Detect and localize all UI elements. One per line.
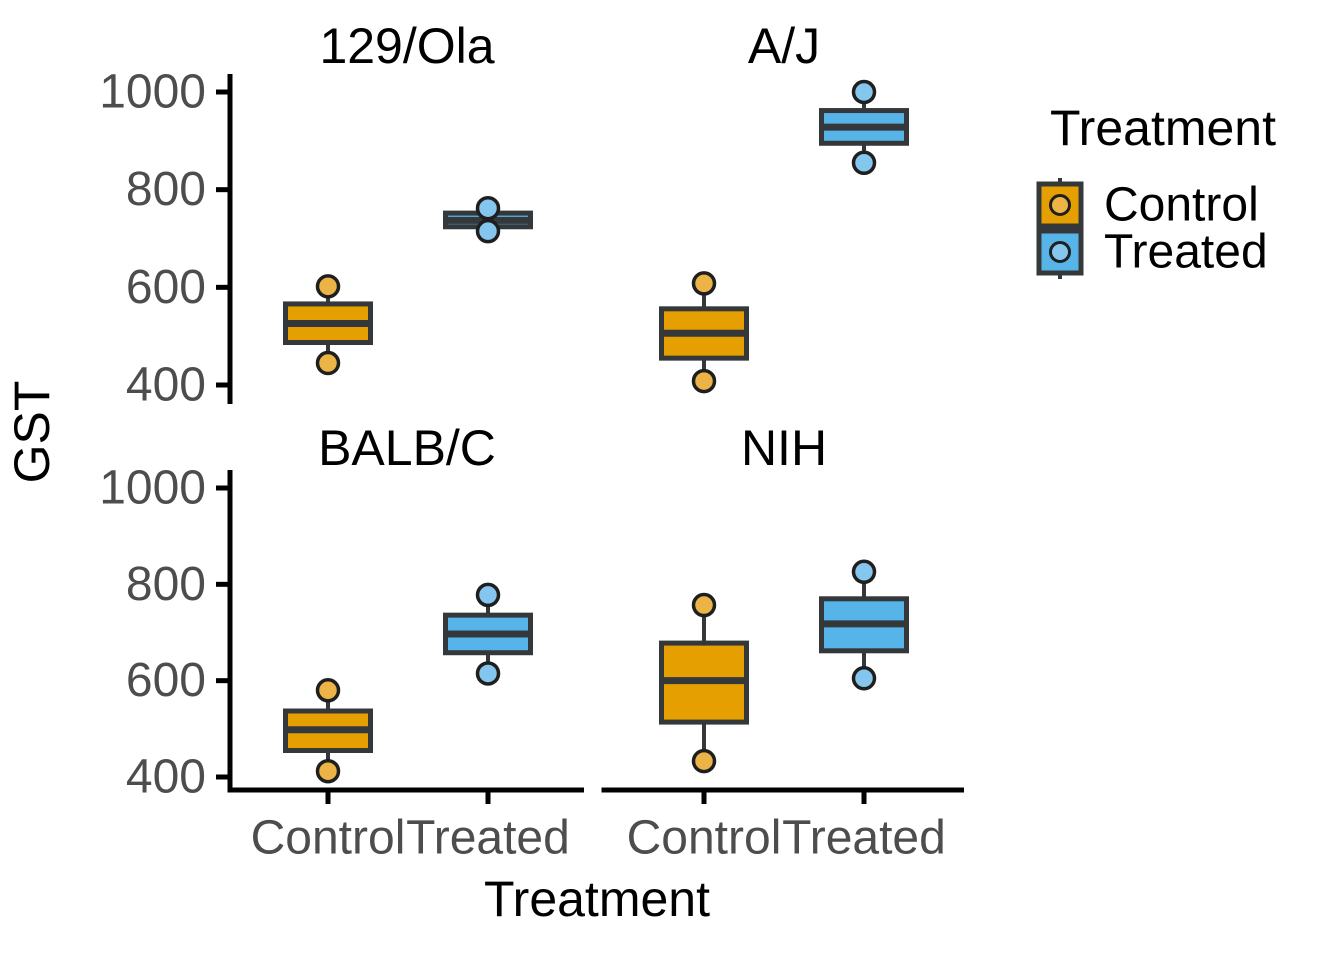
legend-item-treated: Treated <box>1036 225 1268 279</box>
legend-title: Treatment <box>1050 100 1276 156</box>
data-point <box>691 271 717 296</box>
boxplot-group-control <box>283 274 373 376</box>
y-tick-label: 600 <box>126 654 206 707</box>
data-point <box>691 592 717 618</box>
boxplot-group-control <box>659 271 749 394</box>
facet-panel-balb-c: BALB/C <box>283 420 533 784</box>
data-point <box>315 350 341 376</box>
x-axis-title: Treatment <box>484 871 710 927</box>
data-point <box>315 758 341 784</box>
legend-key-point <box>1049 194 1071 216</box>
data-point <box>315 678 341 703</box>
boxplot-group-control <box>283 678 373 784</box>
facet-title: NIH <box>741 420 827 476</box>
data-point <box>475 661 501 686</box>
x-tick-label: Treated <box>782 812 946 865</box>
y-tick-label: 800 <box>126 163 206 216</box>
data-point <box>691 368 717 394</box>
data-point <box>851 666 877 691</box>
data-point <box>851 559 877 585</box>
legend-item-label: Control <box>1104 179 1259 232</box>
x-tick-label: Treated <box>406 812 570 865</box>
legend-item-control: Control <box>1036 178 1259 232</box>
data-point <box>475 195 501 221</box>
data-point <box>851 150 877 176</box>
data-point <box>851 79 877 105</box>
boxplot-group-treated <box>443 582 533 686</box>
legend-item-label: Treated <box>1104 226 1268 279</box>
facet-title: BALB/C <box>318 420 496 476</box>
data-point <box>315 274 341 299</box>
x-tick-label: Control <box>627 812 782 865</box>
boxplot-group-treated <box>819 79 909 176</box>
facet-panel-nih: NIH <box>659 420 909 774</box>
y-tick-label: 400 <box>126 751 206 804</box>
y-tick-label: 400 <box>126 359 206 412</box>
titles-layer: Treatment GST <box>4 381 710 927</box>
y-tick-label: 1000 <box>99 66 206 119</box>
boxplot-group-treated <box>443 195 533 244</box>
y-tick-label: 1000 <box>99 462 206 515</box>
data-point <box>691 748 717 774</box>
facet-panel-a-j: A/J <box>659 18 909 394</box>
boxplot-group-treated <box>819 559 909 691</box>
facet-title: A/J <box>748 18 820 74</box>
data-point <box>475 582 501 608</box>
x-tick-label: Control <box>251 812 406 865</box>
panels-layer: 129/Ola A/J BALB/C NIH <box>283 18 909 784</box>
y-tick-label: 800 <box>126 558 206 611</box>
data-point <box>475 218 501 244</box>
facet-title: 129/Ola <box>319 18 494 74</box>
boxplot-group-control <box>659 592 749 774</box>
facet-panel-129-ola: 129/Ola <box>283 18 533 376</box>
y-tick-label: 600 <box>126 261 206 314</box>
y-axis-title: GST <box>4 381 60 484</box>
legend-key-point <box>1049 241 1071 263</box>
